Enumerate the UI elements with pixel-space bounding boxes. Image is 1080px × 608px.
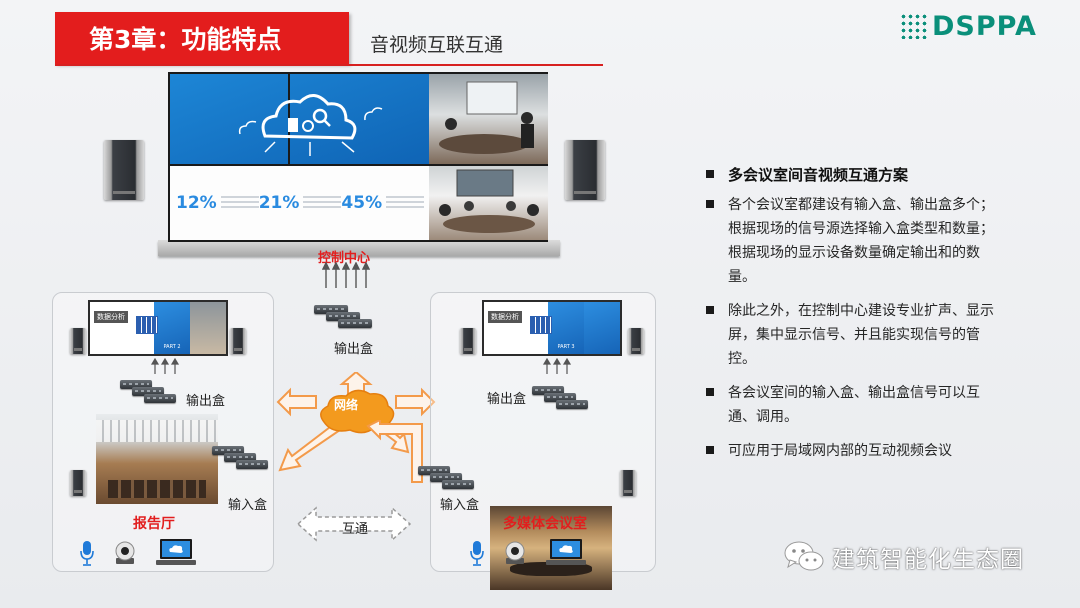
- input-box-device: [418, 466, 450, 475]
- header-divider: [55, 64, 603, 66]
- bullet-item: 各会议室间的输入盒、输出盒信号可以互通、调用。: [706, 381, 1006, 429]
- camera-icon: [115, 541, 135, 564]
- output-box-device: [544, 393, 576, 402]
- control-center-label: 控制中心: [318, 251, 371, 266]
- input-box-device: [430, 473, 462, 482]
- multimedia-output-label: 输出盒: [487, 392, 527, 407]
- multimedia-input-label: 输入盒: [440, 498, 480, 513]
- multimedia-room-icons: [470, 538, 586, 566]
- microphone-icon: [80, 541, 94, 566]
- upward-arrows-icon: [150, 358, 180, 374]
- network-label: 网络: [334, 398, 359, 412]
- wall-stats-panel: 12% 21% 45%: [170, 166, 431, 240]
- output-box-device: [338, 319, 372, 328]
- lecture-hall-photo: [96, 414, 218, 504]
- upward-arrows-icon: [322, 262, 370, 288]
- wechat-icon: [784, 541, 824, 571]
- bullet-item: 除此之外，在控制中心建设专业扩声、显示屏，集中显示信号、并且能实现信号的管控。: [706, 299, 1006, 371]
- input-box-device: [212, 446, 244, 455]
- stat-item: 12%: [176, 193, 259, 213]
- bullet-square-icon: [706, 200, 714, 208]
- screen-part: PART 3: [548, 302, 584, 354]
- speaker-small: [460, 328, 476, 354]
- video-wall-stand: [158, 240, 560, 256]
- screen-photo: [190, 302, 226, 354]
- bullet-text: 可应用于局域网内部的互动视频会议: [728, 443, 952, 459]
- output-box-device: [532, 386, 564, 395]
- input-box-device: [442, 480, 474, 489]
- bullet-item: 各个会议室都建设有输入盒、输出盒多个；根据现场的信号源选择输入盒类型和数量；根据…: [706, 193, 1006, 289]
- lecture-hall-screen: 数据分析 PART 2: [88, 300, 228, 356]
- speaker-left: [104, 140, 144, 200]
- output-box-device: [556, 400, 588, 409]
- lecture-hall-title: 报告厅: [133, 516, 175, 532]
- upward-arrows-icon: [542, 358, 572, 374]
- lecture-hall-output-label: 输出盒: [186, 394, 226, 409]
- brand-logo: DSPPA: [900, 10, 1050, 42]
- screen-photo: [584, 302, 620, 354]
- solution-description: 多会议室间音视频互通方案 各个会议室都建设有输入盒、输出盒多个；根据现场的信号源…: [706, 163, 1006, 473]
- bullet-square-icon: [706, 170, 714, 178]
- output-box-device: [326, 312, 360, 321]
- output-box-device: [314, 305, 348, 314]
- bullet-text: 各个会议室都建设有输入盒、输出盒多个；根据现场的信号源选择输入盒类型和数量；根据…: [728, 197, 994, 285]
- watermark: 建筑智能化生态圈: [784, 540, 1024, 574]
- stat-value: 45%: [341, 193, 383, 213]
- stat-value: 12%: [176, 193, 217, 213]
- screen-tag: 数据分析: [94, 311, 128, 323]
- meeting-photo-top: [429, 74, 548, 164]
- speaker-small: [620, 470, 636, 496]
- speaker-small: [70, 470, 86, 496]
- stat-item: 45%: [341, 193, 425, 213]
- bullet-square-icon: [706, 388, 714, 396]
- bullet-item: 可应用于局域网内部的互动视频会议: [706, 439, 1006, 463]
- network-arrows: [276, 372, 436, 472]
- center-output-label: 输出盒: [334, 342, 374, 357]
- bullet-square-icon: [706, 306, 714, 314]
- bullet-square-icon: [706, 446, 714, 454]
- speaker-small: [230, 328, 246, 354]
- computer-icon: [546, 539, 586, 565]
- wall-cloud-panel: [170, 74, 431, 164]
- bullet-text: 各会议室间的输入盒、输出盒信号可以互通、调用。: [728, 385, 980, 425]
- output-box-device: [144, 394, 176, 403]
- screen-part: PART 2: [154, 302, 190, 354]
- lecture-hall-input-label: 输入盒: [228, 498, 268, 513]
- speaker-small: [628, 328, 644, 354]
- stat-value: 21%: [258, 193, 300, 213]
- video-wall: 12% 21% 45%: [168, 72, 548, 242]
- camera-icon: [505, 541, 525, 564]
- speaker-right: [565, 140, 605, 200]
- speaker-small: [70, 328, 86, 354]
- computer-icon: [156, 539, 196, 565]
- lecture-hall-icons: [80, 538, 196, 566]
- stat-item: 21%: [259, 193, 342, 213]
- logo-wordmark: DSPPA: [932, 10, 1037, 42]
- chapter-title: 第3章：功能特点: [89, 25, 282, 54]
- cloud-network-icon: [238, 94, 383, 156]
- output-box-device: [120, 380, 152, 389]
- meeting-photo-bottom: [429, 166, 548, 240]
- calculator-icon: [136, 316, 158, 334]
- screen-tag: 数据分析: [488, 311, 522, 323]
- video-wall-right-panel: [429, 74, 548, 240]
- chapter-banner: 第3章：功能特点: [55, 12, 349, 64]
- microphone-icon: [470, 541, 484, 566]
- video-wall-left-panel: 12% 21% 45%: [170, 74, 431, 240]
- input-box-device: [236, 460, 268, 469]
- output-box-device: [132, 387, 164, 396]
- page-subtitle: 音视频互联互通: [370, 34, 504, 56]
- multimedia-room-title: 多媒体会议室: [503, 516, 587, 532]
- logo-dots-icon: [900, 13, 928, 39]
- bullet-text: 除此之外，在控制中心建设专业扩声、显示屏，集中显示信号、并且能实现信号的管控。: [728, 303, 994, 367]
- input-box-device: [224, 453, 256, 462]
- calculator-icon: [530, 316, 552, 334]
- bullet-heading-text: 多会议室间音视频互通方案: [728, 166, 909, 184]
- watermark-text: 建筑智能化生态圈: [832, 547, 1024, 573]
- interconnect-label: 互通: [342, 522, 369, 537]
- interconnect-double-arrow-icon: [296, 506, 412, 542]
- bullet-heading: 多会议室间音视频互通方案: [706, 163, 1006, 187]
- multimedia-room-screen: 数据分析 PART 3: [482, 300, 622, 356]
- input-arrow: [366, 420, 423, 483]
